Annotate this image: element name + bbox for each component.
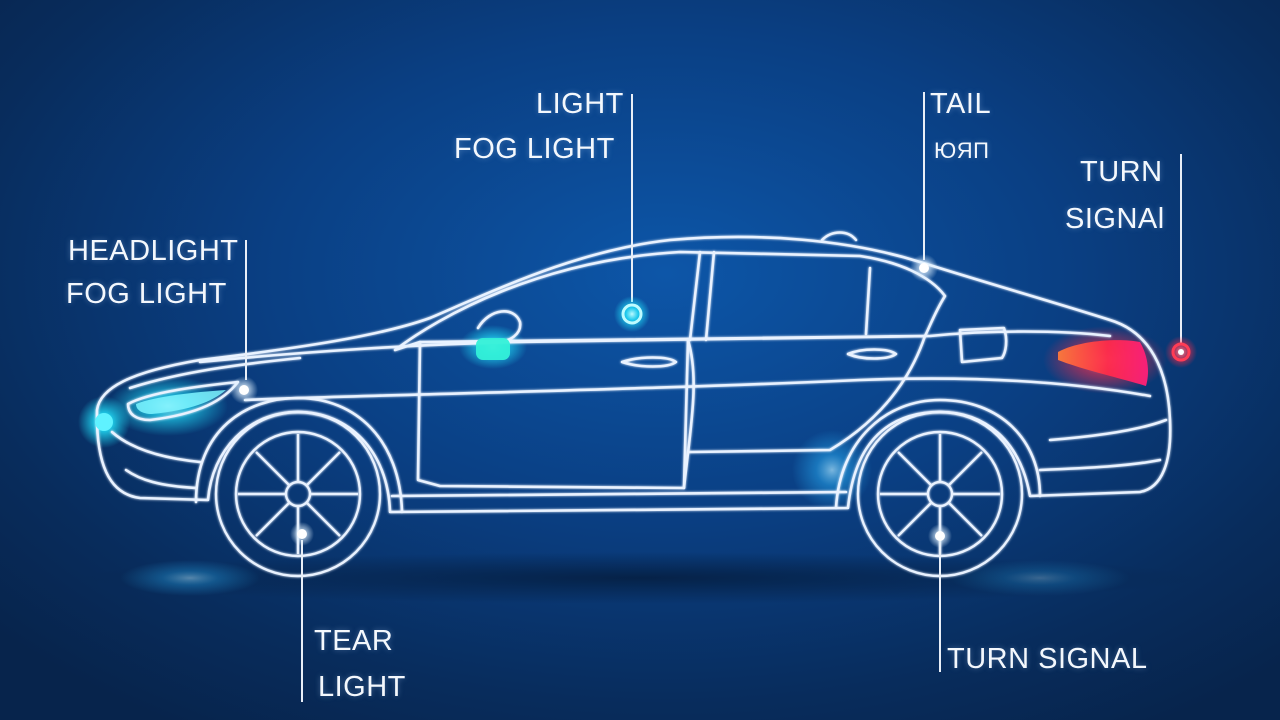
label-light-line2: FOG LIGHT [454,133,615,165]
sill-line [390,490,848,498]
label-tear-light-line1: TEAR [314,625,394,657]
beltline [198,330,1112,364]
front-door [416,338,690,490]
label-headlight-line2: FOG LIGHT [66,278,227,310]
taillight [1058,340,1148,386]
label-light-line1: LIGHT [536,88,624,120]
rear-wheel-arch [834,398,1042,510]
headlight-lens [136,390,226,414]
label-headlight-line1: HEADLIGHT [68,235,239,267]
car-silhouette [95,235,1172,514]
fuel-door [958,326,1008,364]
hood-line [128,356,302,390]
label-tail-line1: TAIL [930,88,992,120]
rear-door [682,338,695,490]
rear-valance [1038,458,1162,472]
front-door-handle [620,356,678,368]
character-line [243,377,1152,402]
window-frame [393,250,947,352]
side-mirror [476,310,522,344]
marker-front-fog [95,413,113,431]
floor-glow-front [120,560,260,596]
front-intake [124,468,198,490]
marker-light [614,296,650,332]
rear-door-edge [688,334,927,454]
c-pillar [864,266,872,336]
markers [95,254,1197,548]
b-pillar [688,250,702,342]
b-pillar-2 [704,250,716,342]
label-tear-light-line2: LIGHT [318,671,406,703]
ground-shadow [80,552,1200,604]
headlight-housing [126,380,240,422]
leader-lines [245,92,1182,702]
label-tail-line2: ЮЯП [934,138,990,163]
label-turn-signal-upper-line2: SIGNAl [1065,203,1165,235]
floor-glow-rear [950,560,1130,596]
front-bumper [110,430,202,464]
mirror-light [476,338,510,360]
label-turn-signal-lower: TURN SIGNAL [947,643,1148,675]
label-turn-signal-upper-line1: TURN [1080,156,1163,188]
car-outline [95,231,1172,514]
rear-door-handle [846,348,898,360]
rear-side-glow [792,430,872,510]
rear-bumper [1048,418,1168,442]
front-wheel-arch [194,396,404,514]
roof-antenna [820,231,858,242]
front-wheel [214,410,382,578]
